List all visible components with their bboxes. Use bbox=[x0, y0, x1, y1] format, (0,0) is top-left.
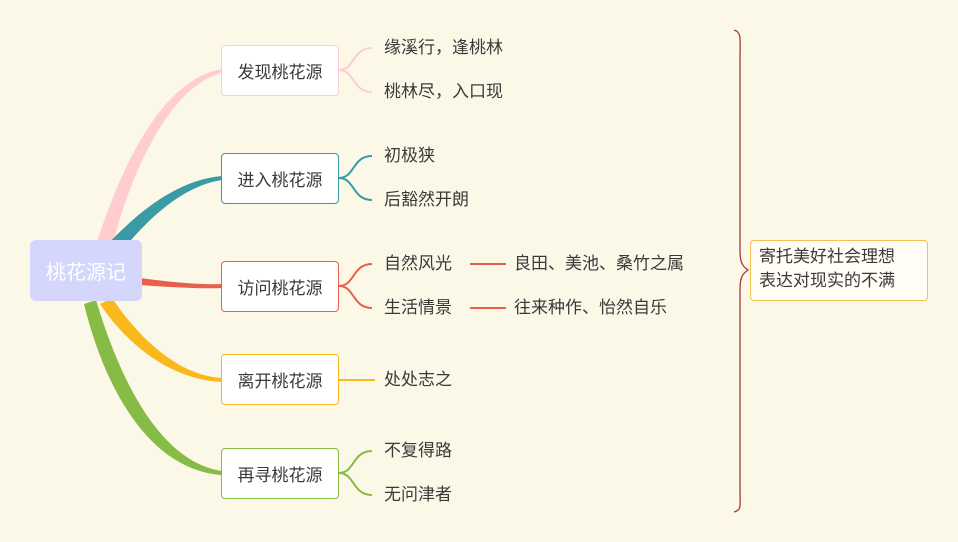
leaf-4-1[interactable]: 处处志之 bbox=[384, 370, 452, 390]
branch-label: 再寻桃花源 bbox=[237, 466, 323, 486]
connector-branch-3-leaves bbox=[338, 263, 373, 309]
connector-root-branch-3 bbox=[140, 278, 222, 289]
branch-seek-again[interactable]: 再寻桃花源 bbox=[221, 448, 339, 499]
branch-label: 进入桃花源 bbox=[237, 171, 323, 191]
leaf-1-1[interactable]: 缘溪行，逢桃林 bbox=[384, 38, 503, 58]
connector-branch-1-leaves bbox=[338, 47, 373, 93]
leaf-5-2[interactable]: 无问津者 bbox=[384, 485, 452, 505]
leaf-3-1[interactable]: 自然风光 bbox=[384, 254, 452, 274]
branch-label: 发现桃花源 bbox=[237, 63, 323, 83]
summary-box[interactable]: 寄托美好社会理想 表达对现实的不满 bbox=[750, 240, 928, 301]
root-label: 桃花源记 bbox=[46, 260, 126, 284]
leaf-3-2[interactable]: 生活情景 bbox=[384, 298, 452, 318]
branch-label: 访问桃花源 bbox=[237, 279, 323, 299]
connector-root-branch-5 bbox=[84, 300, 222, 475]
leaf-2-2[interactable]: 后豁然开朗 bbox=[384, 190, 469, 210]
leaf-3-1-detail[interactable]: 良田、美池、桑竹之属 bbox=[514, 254, 684, 274]
leaf-3-2-detail[interactable]: 往来种作、怡然自乐 bbox=[514, 298, 667, 318]
connector-branch-5-leaves bbox=[338, 450, 373, 496]
summary-brace bbox=[733, 29, 750, 513]
root-node[interactable]: 桃花源记 bbox=[30, 240, 142, 301]
branch-leave[interactable]: 离开桃花源 bbox=[221, 354, 339, 405]
summary-line-1: 寄托美好社会理想 bbox=[759, 247, 895, 267]
connector-branch-2-leaves bbox=[338, 155, 373, 201]
connector-root-branch-1 bbox=[96, 69, 222, 248]
leaf-1-2[interactable]: 桃林尽，入口现 bbox=[384, 82, 503, 102]
branch-enter[interactable]: 进入桃花源 bbox=[221, 153, 339, 204]
connector-root-branch-2 bbox=[104, 176, 222, 254]
summary-line-2: 表达对现实的不满 bbox=[759, 271, 895, 291]
leaf-2-1[interactable]: 初极狭 bbox=[384, 146, 435, 166]
branch-visit[interactable]: 访问桃花源 bbox=[221, 261, 339, 312]
connector-root-branch-4 bbox=[100, 298, 222, 382]
leaf-5-1[interactable]: 不复得路 bbox=[384, 441, 452, 461]
branch-discover[interactable]: 发现桃花源 bbox=[221, 45, 339, 96]
branch-label: 离开桃花源 bbox=[237, 372, 323, 392]
